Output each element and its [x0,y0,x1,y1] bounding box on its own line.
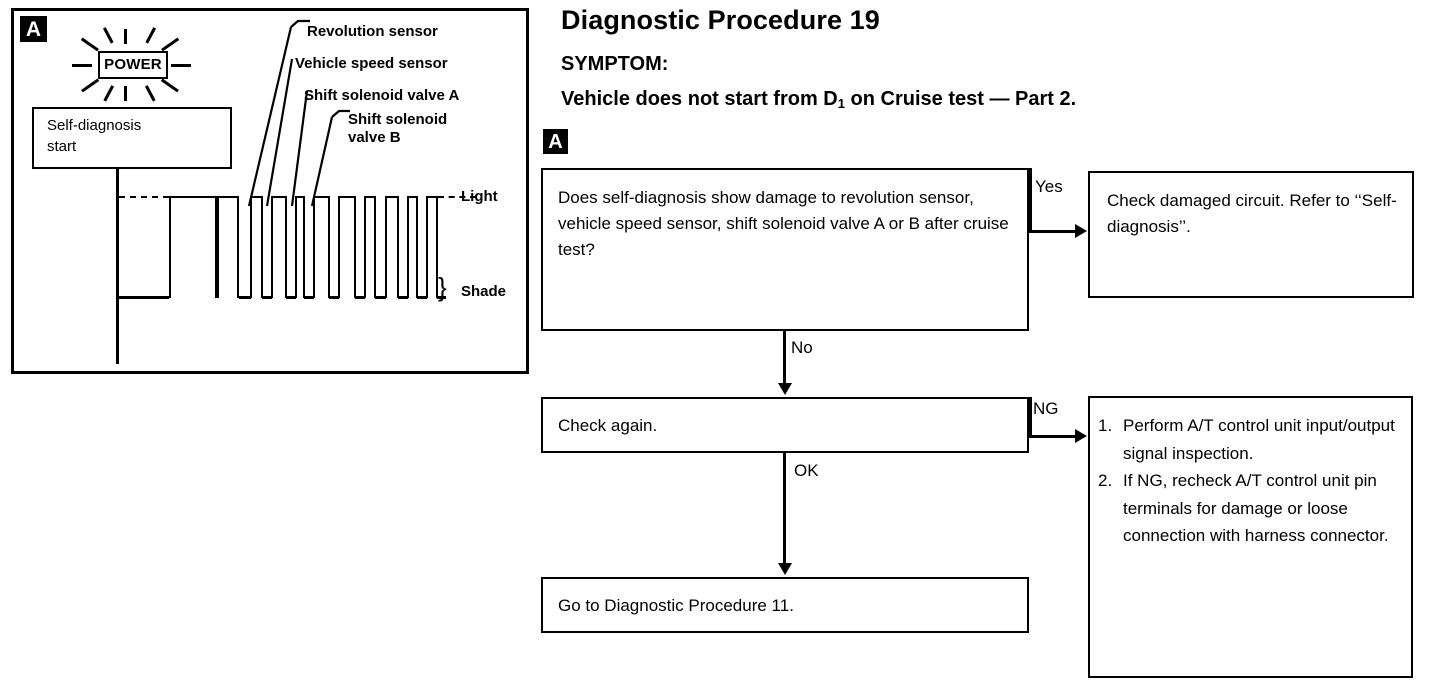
lamp-ray [145,27,156,44]
symptom-prefix: Vehicle does not start from D [561,88,838,110]
list-item-number: 1. [1098,416,1113,435]
waveform-low-seg [375,296,386,299]
page-title: Diagnostic Procedure 19 [561,5,880,35]
lamp-ray [124,29,127,44]
symptom-subscript: 1 [837,96,845,111]
waveform-pulse [338,196,356,298]
lamp-ray [161,37,179,52]
perform-at-list: 1. Perform A/T control unit input/output… [1098,412,1411,550]
self-diagnosis-start-box: Self-diagnosis start [32,107,232,169]
waveform-pulse [271,196,287,298]
symptom-suffix: on Cruise test — Part 2. [844,88,1077,110]
self-diagnosis-start-line1: Self-diagnosis [47,117,142,134]
blink-pattern-waveform [119,196,476,301]
self-diagnosis-drop-line [116,169,119,364]
lamp-ray [145,85,156,102]
symptom-label: SYMPTOM: [561,53,669,75]
self-diagnosis-start-line2: start [47,137,77,155]
leader-label-b-line1: Shift solenoid [348,111,448,128]
waveform-low-seg [437,296,446,299]
lamp-ray [103,85,114,102]
lamp-ray [161,78,179,93]
connector-label-no: No [791,338,813,357]
lamp-ray [124,86,127,101]
lamp-ray [81,78,99,93]
connector-ng-horizontal [1029,435,1077,438]
list-item: 1. Perform A/T control unit input/output… [1098,412,1411,467]
leader-label-revolution-sensor: Revolution sensor [307,23,438,40]
light-reference-line-left [119,196,169,198]
waveform-pulse [385,196,399,298]
lamp-ray [103,27,114,44]
lamp-ray [171,64,191,67]
power-indicator-label: POWER [98,51,168,79]
waveform-low-seg [329,296,339,299]
waveform-low-seg [355,296,365,299]
symptom-text: Vehicle does not start from D1 on Cruise… [561,88,1076,111]
power-lamp-group: POWER [72,27,192,103]
illustration-panel: A POWER Self-diagnosis start Revolution … [11,8,529,374]
connector-label-ok: OK [794,461,819,480]
connector-yes-horizontal [1029,230,1077,233]
waveform-pulse [313,196,330,298]
flow-box-perform-at-inspection: 1. Perform A/T control unit input/output… [1088,396,1413,678]
connector-ng-vertical [1029,397,1032,437]
list-item-text: Perform A/T control unit input/output si… [1123,416,1395,463]
flow-box-goto-procedure: Go to Diagnostic Procedure 11. [541,577,1029,633]
waveform-pulse [250,196,263,298]
waveform-low-seg [304,296,314,299]
flow-box-check-again: Check again. [541,397,1029,453]
waveform-low-seg [239,296,251,299]
waveform-baseline-start [119,296,169,299]
lamp-ray [81,37,99,52]
lamp-ray [72,64,92,67]
list-item-text: If NG, recheck A/T control unit pin term… [1123,471,1389,546]
connector-ok-vertical [783,453,786,565]
connector-ng-arrow [1075,429,1087,443]
list-item: 2. If NG, recheck A/T control unit pin t… [1098,467,1411,550]
connector-ok-arrow [778,563,792,575]
waveform-pulse [217,196,239,298]
connector-yes-vertical [1029,168,1032,232]
waveform-pulse [407,196,418,298]
waveform-low-seg [398,296,408,299]
light-reference-line-right [438,196,476,198]
waveform-low-seg [286,296,296,299]
flow-box-question: Does self-diagnosis show damage to revol… [541,168,1029,331]
leader-label-shift-solenoid-valve-a: Shift solenoid valve A [304,87,460,104]
connector-label-yes: Yes [1035,177,1063,196]
connector-no-arrow [778,383,792,395]
connector-no-vertical [783,331,786,387]
flow-box-check-damaged-circuit: Check damaged circuit. Refer to ‘‘Self-d… [1088,171,1414,298]
waveform-label-light: Light [461,188,498,205]
leader-label-b-line2: valve B [348,129,401,147]
flowchart-badge-a: A [543,129,568,154]
waveform-low-seg [262,296,272,299]
connector-yes-arrow [1075,224,1087,238]
list-item-number: 2. [1098,471,1113,491]
waveform-low-seg [417,296,427,299]
leader-label-shift-solenoid-valve-b: Shift solenoid valve B [348,111,447,148]
waveform-pulse [426,196,438,298]
connector-label-ng: NG [1033,399,1059,418]
waveform-label-shade: Shade [461,283,507,300]
leader-label-vehicle-speed-sensor: Vehicle speed sensor [295,55,448,72]
panel-badge-a: A [20,16,47,42]
waveform-pulse [364,196,376,298]
waveform-pulse [169,196,217,298]
shade-brace-icon: } [438,272,447,302]
waveform-pulse [295,196,305,298]
